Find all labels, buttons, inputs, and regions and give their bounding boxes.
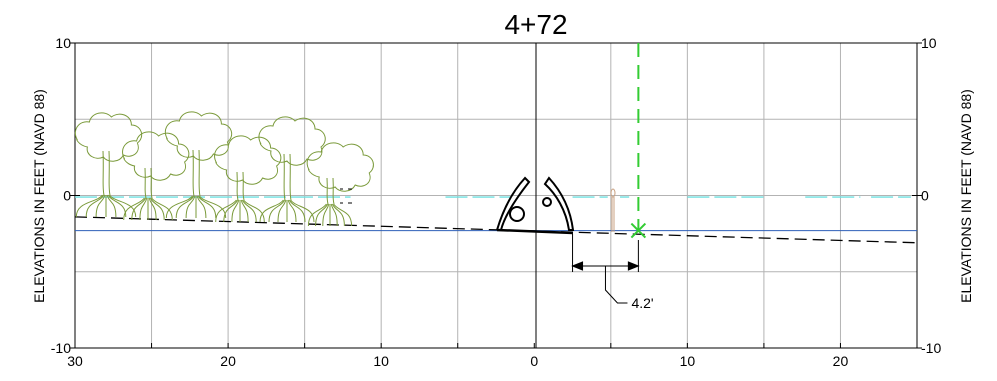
x-tick-labels: 30 20 10 0 10 20 (67, 353, 848, 369)
mangrove-roots (259, 199, 315, 223)
pipe-structure (496, 176, 575, 235)
mangrove-trunk (102, 150, 111, 196)
y-tick-label-left: -10 (51, 340, 71, 356)
dimension-label: 4.2' (631, 295, 653, 311)
x-tick-label: 30 (67, 353, 83, 369)
mangrove-trunk (192, 149, 201, 197)
mangrove-trunk (326, 177, 335, 205)
grid (75, 43, 917, 348)
station-label: 4+72 (504, 9, 567, 40)
mangrove-trunk (283, 153, 292, 201)
marker-post (610, 188, 616, 232)
left-axis-title: ELEVATIONS IN FEET (NAVD 88) (31, 89, 47, 303)
x-tick-label: 20 (220, 353, 236, 369)
mangrove-trees (74, 111, 374, 227)
mangrove-tree (306, 142, 374, 227)
y-tick-label-right: 0 (921, 188, 929, 204)
dimension (571, 234, 640, 304)
mangrove-roots (215, 199, 265, 223)
right-axis-title: ELEVATIONS IN FEET (NAVD 88) (958, 89, 974, 303)
mangrove-canopy (258, 116, 326, 166)
mangrove-canopy (214, 135, 282, 185)
offset-point-marker (630, 222, 647, 239)
mangrove-tree (258, 116, 326, 223)
mangrove-canopy (122, 131, 190, 181)
mangrove-canopy (74, 112, 143, 162)
mangrove-trunk (236, 171, 245, 201)
y-tick-label-right: -10 (921, 340, 941, 356)
dimension-leader (604, 266, 628, 304)
y-tick-label-right: 10 (921, 35, 937, 51)
dimension-arrow-right (627, 261, 640, 271)
offset-x-stroke (630, 222, 647, 239)
y-tick-label-left: 0 (63, 188, 71, 204)
mangrove-roots (123, 197, 173, 221)
x-tick-label: 10 (373, 353, 389, 369)
mangrove-roots (165, 195, 227, 219)
mangrove-canopy (306, 142, 374, 192)
dimension-arrow-left (571, 261, 584, 271)
x-tick-label: 10 (680, 353, 696, 369)
mangrove-trunk (144, 167, 153, 199)
mangrove-roots (75, 194, 137, 218)
mangrove-roots (307, 203, 353, 227)
axis-ticks (70, 42, 922, 349)
y-tick-label-left: 10 (55, 35, 71, 51)
mangrove-tree (74, 112, 143, 218)
ground-profile-line (74, 216, 918, 244)
mangrove-tree (122, 131, 190, 221)
mangrove-tree (164, 111, 233, 219)
mangrove-canopy (164, 111, 233, 161)
y-tick-labels: 10 0 -10 10 0 -10 (51, 35, 942, 356)
x-tick-label: 20 (833, 353, 849, 369)
x-tick-label: 0 (530, 353, 538, 369)
mangrove-tree (214, 135, 282, 223)
debris-marks (340, 188, 352, 204)
